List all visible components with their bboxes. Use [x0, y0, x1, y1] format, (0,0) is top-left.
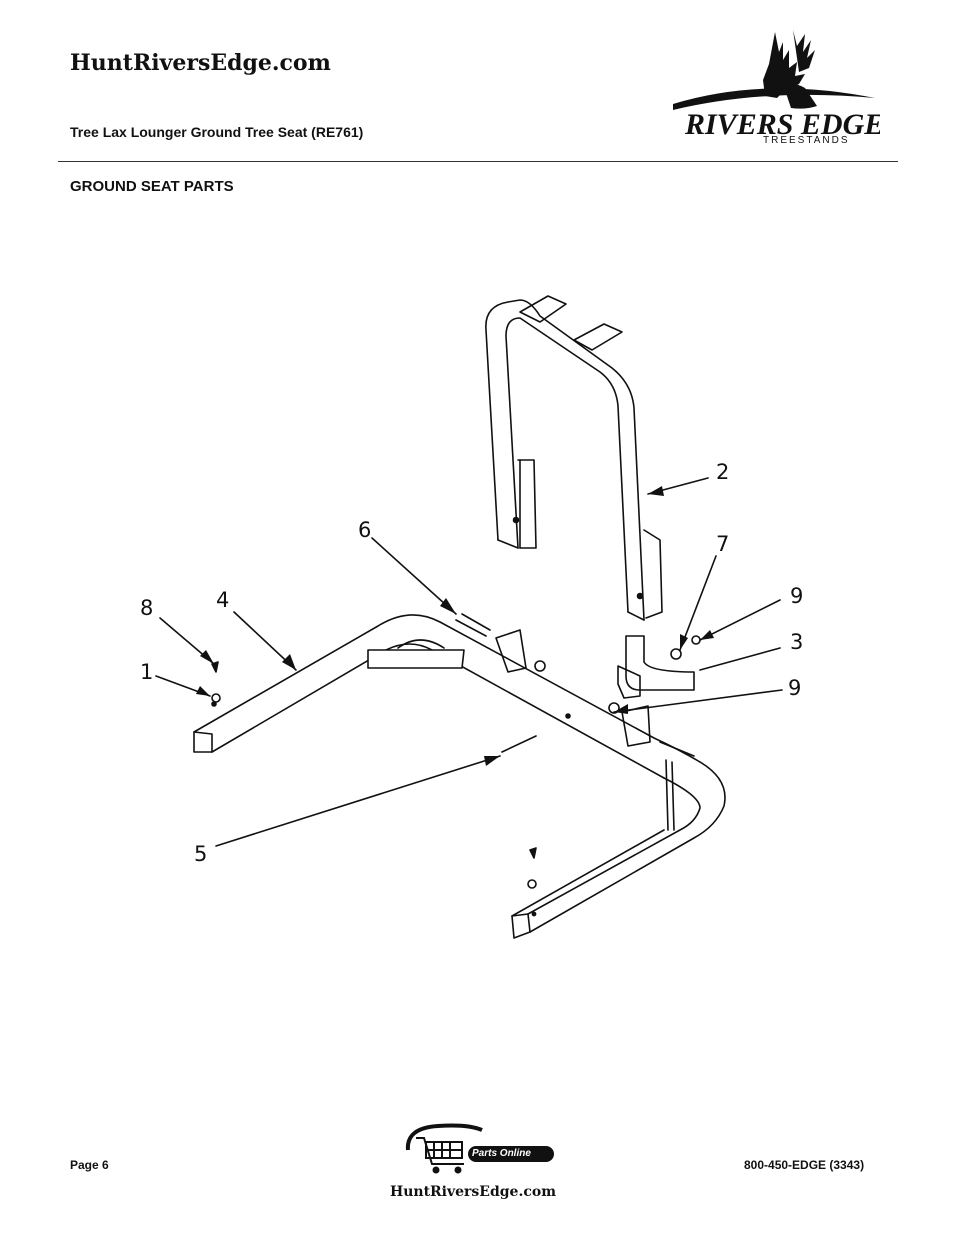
callout-9-upper: 9 — [790, 584, 804, 608]
callout-8: 8 — [140, 596, 154, 620]
callout-2: 2 — [716, 460, 730, 484]
document-subtitle: Tree Lax Lounger Ground Tree Seat (RE761… — [70, 124, 364, 140]
footer-site-link[interactable]: HuntRiversEdge.com — [390, 1184, 557, 1200]
header-divider — [58, 161, 898, 162]
backrest-frame — [485, 295, 663, 621]
brand-tagline: TREESTANDS — [763, 135, 850, 146]
callout-1: 1 — [140, 660, 154, 684]
callout-6: 6 — [358, 518, 372, 542]
callout-5: 5 — [194, 842, 208, 866]
page-number: Page 6 — [70, 1158, 109, 1172]
footer-phone: 800-450-EDGE (3343) — [744, 1158, 865, 1172]
site-title: HuntRiversEdge.com — [70, 50, 331, 76]
callout-3: 3 — [790, 630, 804, 654]
rivers-edge-logo: RIVERS EDGE — [673, 30, 880, 141]
brand-name-text: RIVERS EDGE — [684, 108, 880, 141]
callout-7: 7 — [716, 532, 730, 556]
callout-arrowheads — [196, 486, 714, 766]
parts-online-label[interactable]: Parts Online — [472, 1148, 531, 1159]
section-heading: GROUND SEAT PARTS — [70, 178, 234, 195]
callout-9-lower: 9 — [788, 676, 802, 700]
callout-4: 4 — [216, 588, 230, 612]
callout-leaders — [155, 477, 783, 847]
parts-online-badge[interactable] — [398, 1120, 558, 1178]
shopping-cart-icon — [416, 1137, 464, 1165]
